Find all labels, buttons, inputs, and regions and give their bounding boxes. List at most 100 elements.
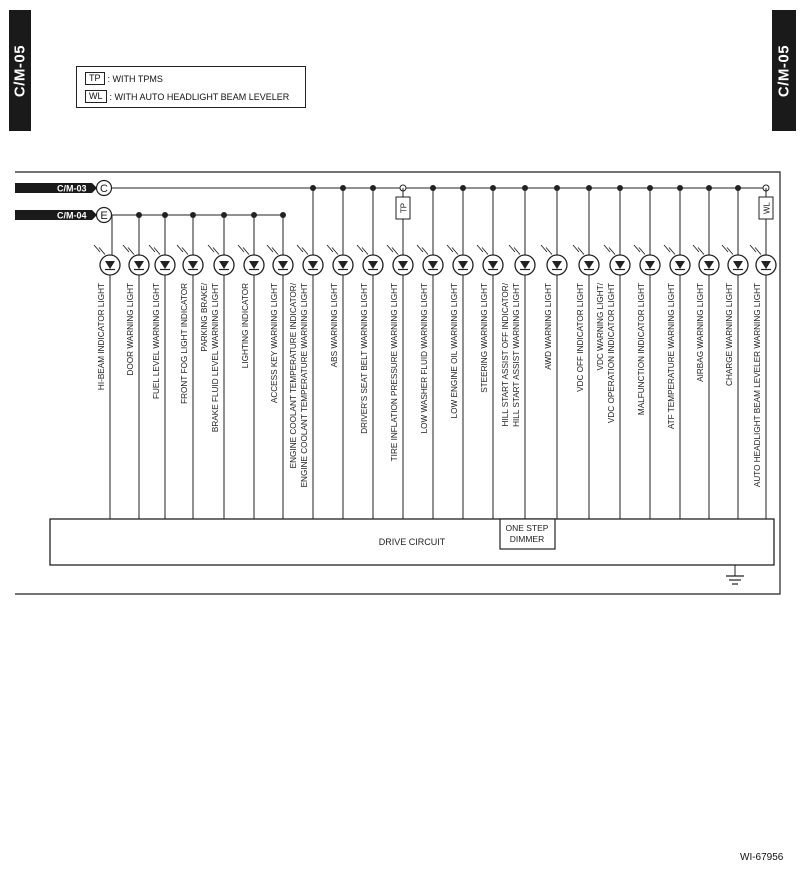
legend-box: TP : WITH TPMS WL : WITH AUTO HEADLIGHT … — [76, 66, 306, 108]
lamp-label: DOOR WARNING LIGHT — [126, 283, 135, 376]
light-ray — [212, 247, 220, 255]
option-box — [758, 196, 774, 220]
light-ray — [361, 247, 369, 255]
led-symbol — [160, 261, 170, 269]
led-symbol — [458, 261, 468, 269]
lamp-label: LOW WASHER FLUID WARNING LIGHT — [420, 283, 429, 433]
light-ray — [721, 244, 729, 253]
lamp-label: ATF TEMPERATURE WARNING LIGHT — [667, 283, 676, 429]
light-ray — [237, 244, 245, 253]
led-symbol — [428, 261, 438, 269]
light-ray — [508, 244, 516, 253]
light-ray — [301, 247, 309, 255]
led-symbol — [584, 261, 594, 269]
lamp-label: AWD WARNING LIGHT — [544, 283, 553, 370]
light-ray — [98, 247, 106, 255]
connector-tag — [15, 210, 97, 220]
lamp-label: VDC OPERATION INDICATOR LIGHT — [607, 283, 616, 423]
light-ray — [668, 247, 676, 255]
drive-circuit-label: DRIVE CIRCUIT — [379, 537, 446, 547]
light-ray — [242, 247, 250, 255]
lamp-label: STEERING WARNING LIGHT — [480, 283, 489, 393]
legend-row-wl: WL : WITH AUTO HEADLIGHT BEAM LEVELER — [85, 90, 289, 103]
led-symbol — [308, 261, 318, 269]
lamp-label: AUTO HEADLIGHT BEAM LEVELER WARNING LIGH… — [753, 283, 762, 487]
light-ray — [331, 247, 339, 255]
light-ray — [93, 244, 101, 253]
led-symbol — [188, 261, 198, 269]
lamp-label: BRAKE FLUID LEVEL WARNING LIGHT — [211, 283, 220, 432]
lamp-label: AIRBAG WARNING LIGHT — [696, 283, 705, 382]
light-ray — [148, 244, 156, 253]
light-ray — [663, 244, 671, 253]
light-ray — [266, 244, 274, 253]
led-symbol — [219, 261, 229, 269]
light-ray — [697, 247, 705, 255]
led-symbol — [488, 261, 498, 269]
legend-row-tp: TP : WITH TPMS — [85, 72, 163, 85]
one-step-dimmer-box — [499, 518, 556, 550]
light-ray — [122, 244, 130, 253]
connector-tag — [15, 183, 97, 193]
led-symbol — [338, 261, 348, 269]
light-ray — [638, 247, 646, 255]
light-ray — [476, 244, 484, 253]
led-symbol — [278, 261, 288, 269]
light-ray — [176, 244, 184, 253]
light-ray — [451, 247, 459, 255]
led-symbol — [134, 261, 144, 269]
led-symbol — [552, 261, 562, 269]
lamp-label: ENGINE COOLANT TEMPERATURE INDICATOR/ — [289, 282, 298, 468]
led-symbol — [249, 261, 259, 269]
light-ray — [356, 244, 364, 253]
light-ray — [513, 247, 521, 255]
light-ray — [446, 244, 454, 253]
lamp-label: CHARGE WARNING LIGHT — [725, 283, 734, 386]
light-ray — [421, 247, 429, 255]
dimmer-label: ONE STEP — [506, 523, 549, 533]
page-tab-right: C/M-05 — [772, 10, 796, 131]
reference-code: WI-67956 — [740, 852, 784, 863]
lamp-label: FRONT FOG LIGHT INDICATOR — [180, 283, 189, 404]
legend-code: WL — [85, 90, 107, 103]
connector-letter: C — [100, 183, 108, 195]
light-ray — [577, 247, 585, 255]
led-symbol — [645, 261, 655, 269]
legend-text: : WITH AUTO HEADLIGHT BEAM LEVELER — [109, 91, 290, 102]
light-ray — [749, 244, 757, 253]
light-ray — [754, 247, 762, 255]
light-ray — [296, 244, 304, 253]
lamp-label: MALFUNCTION INDICATOR LIGHT — [637, 283, 646, 415]
led-symbol — [704, 261, 714, 269]
led-symbol — [615, 261, 625, 269]
option-code: TP — [400, 203, 409, 213]
led-symbol — [761, 261, 771, 269]
light-ray — [726, 247, 734, 255]
lamp-label: HILL START ASSIST OFF INDICATOR/ — [501, 282, 510, 426]
dimmer-label: DIMMER — [510, 534, 544, 544]
led-symbol — [520, 261, 530, 269]
light-ray — [608, 247, 616, 255]
light-ray — [326, 244, 334, 253]
lamp-label: ACCESS KEY WARNING LIGHT — [270, 283, 279, 403]
light-ray — [127, 247, 135, 255]
light-ray — [633, 244, 641, 253]
connector-name: C/M-03 — [57, 184, 87, 194]
lamp-label: VDC WARNING LIGHT/ — [596, 282, 605, 370]
light-ray — [416, 244, 424, 253]
lamp-label: TIRE INFLATION PRESSURE WARNING LIGHT — [390, 283, 399, 461]
lamp-label: LIGHTING INDICATOR — [241, 283, 250, 368]
light-ray — [603, 244, 611, 253]
light-ray — [572, 244, 580, 253]
light-ray — [545, 247, 553, 255]
light-ray — [481, 247, 489, 255]
light-ray — [386, 244, 394, 253]
lamp-label: LOW ENGINE OIL WARNING LIGHT — [450, 283, 459, 418]
led-symbol — [675, 261, 685, 269]
option-box — [395, 196, 411, 220]
legend-text: : WITH TPMS — [107, 73, 163, 84]
light-ray — [181, 247, 189, 255]
led-symbol — [368, 261, 378, 269]
lamp-label: HILL START ASSIST WARNING LIGHT — [512, 283, 521, 427]
